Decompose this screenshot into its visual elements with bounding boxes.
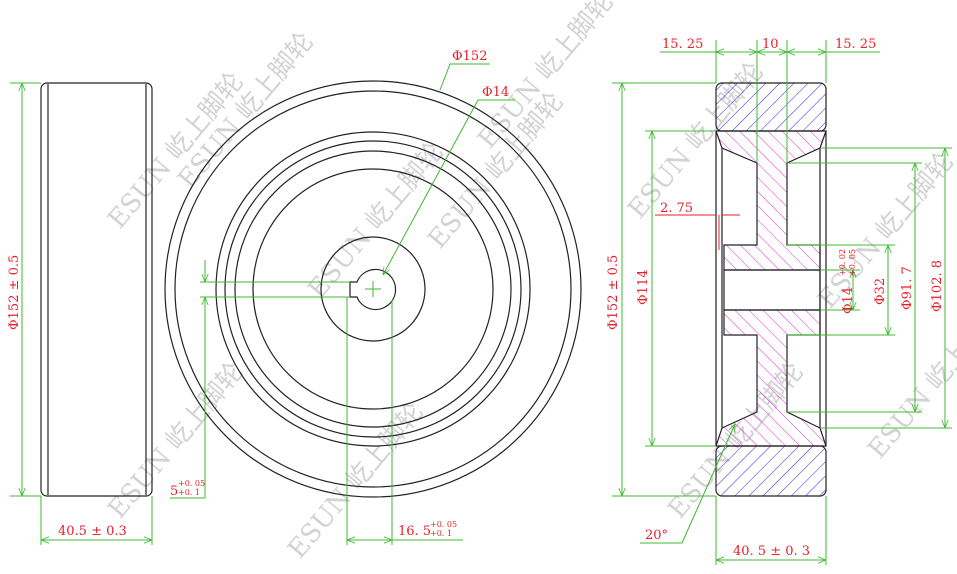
svg-text:Φ14: Φ14 [841, 287, 856, 314]
svg-text:Φ152: Φ152 [452, 49, 487, 64]
svg-text:+0. 1: +0. 1 [430, 529, 452, 538]
svg-text:15. 25: 15. 25 [662, 37, 703, 52]
svg-text:Φ14: Φ14 [482, 85, 509, 100]
svg-text:16. 5: 16. 5 [398, 524, 431, 539]
svg-text:+0. 05: +0. 05 [430, 520, 457, 529]
side-width-label: 40.5 ± 0.3 [58, 524, 127, 539]
svg-text:Φ32: Φ32 [873, 278, 888, 305]
svg-text:2. 75: 2. 75 [660, 201, 693, 216]
front-view: Φ152 Φ14 5 +0. 05 +0. 1 16. 5 +0. 05 +0.… [164, 49, 582, 545]
svg-text:+0. 05: +0. 05 [178, 479, 205, 488]
svg-text:ESUN 屹上脚轮: ESUN 屹上脚轮 [862, 297, 957, 465]
side-dia-label: Φ152 ± 0.5 [7, 255, 22, 330]
svg-text:10: 10 [762, 37, 779, 52]
section-view: 15. 25 10 15. 25 Φ152 ± 0.5 Φ114 2. 75 Φ… [606, 37, 952, 565]
svg-text:+0. 05: +0. 05 [848, 249, 857, 276]
svg-text:40. 5 ± 0. 3: 40. 5 ± 0. 3 [733, 544, 810, 559]
svg-text:15. 25: 15. 25 [835, 37, 876, 52]
svg-text:Φ152 ± 0.5: Φ152 ± 0.5 [606, 255, 621, 330]
svg-text:Φ114: Φ114 [636, 270, 651, 305]
svg-text:+0. 1: +0. 1 [178, 488, 200, 497]
svg-text:ESUN 屹上脚轮: ESUN 屹上脚轮 [102, 357, 250, 525]
side-view: Φ152 ± 0.5 40.5 ± 0.3 [7, 82, 153, 545]
svg-text:20°: 20° [645, 528, 668, 543]
svg-text:+0. 02: +0. 02 [838, 249, 847, 276]
svg-text:5: 5 [170, 484, 178, 499]
svg-text:Φ91. 7: Φ91. 7 [900, 266, 915, 310]
svg-text:Φ102. 8: Φ102. 8 [930, 260, 945, 312]
